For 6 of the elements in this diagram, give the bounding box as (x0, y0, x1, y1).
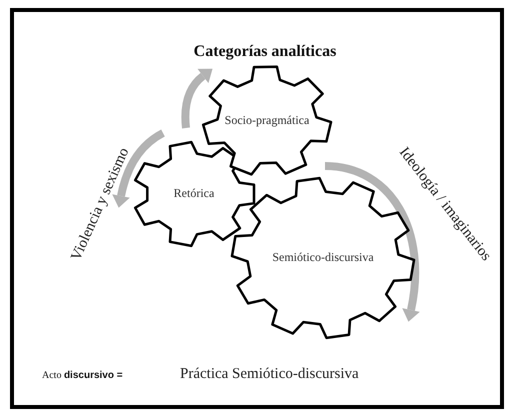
equation-term: Acto discursivo = (42, 370, 123, 381)
gear-label: Semiótico-discursiva (271, 251, 375, 265)
gear-label: Retórica (172, 187, 216, 201)
diagram-title: Categorías analíticas (192, 43, 338, 61)
equation-result: Práctica Semiótico-discursiva (180, 366, 359, 383)
gear-label: Socio-pragmática (224, 114, 310, 128)
